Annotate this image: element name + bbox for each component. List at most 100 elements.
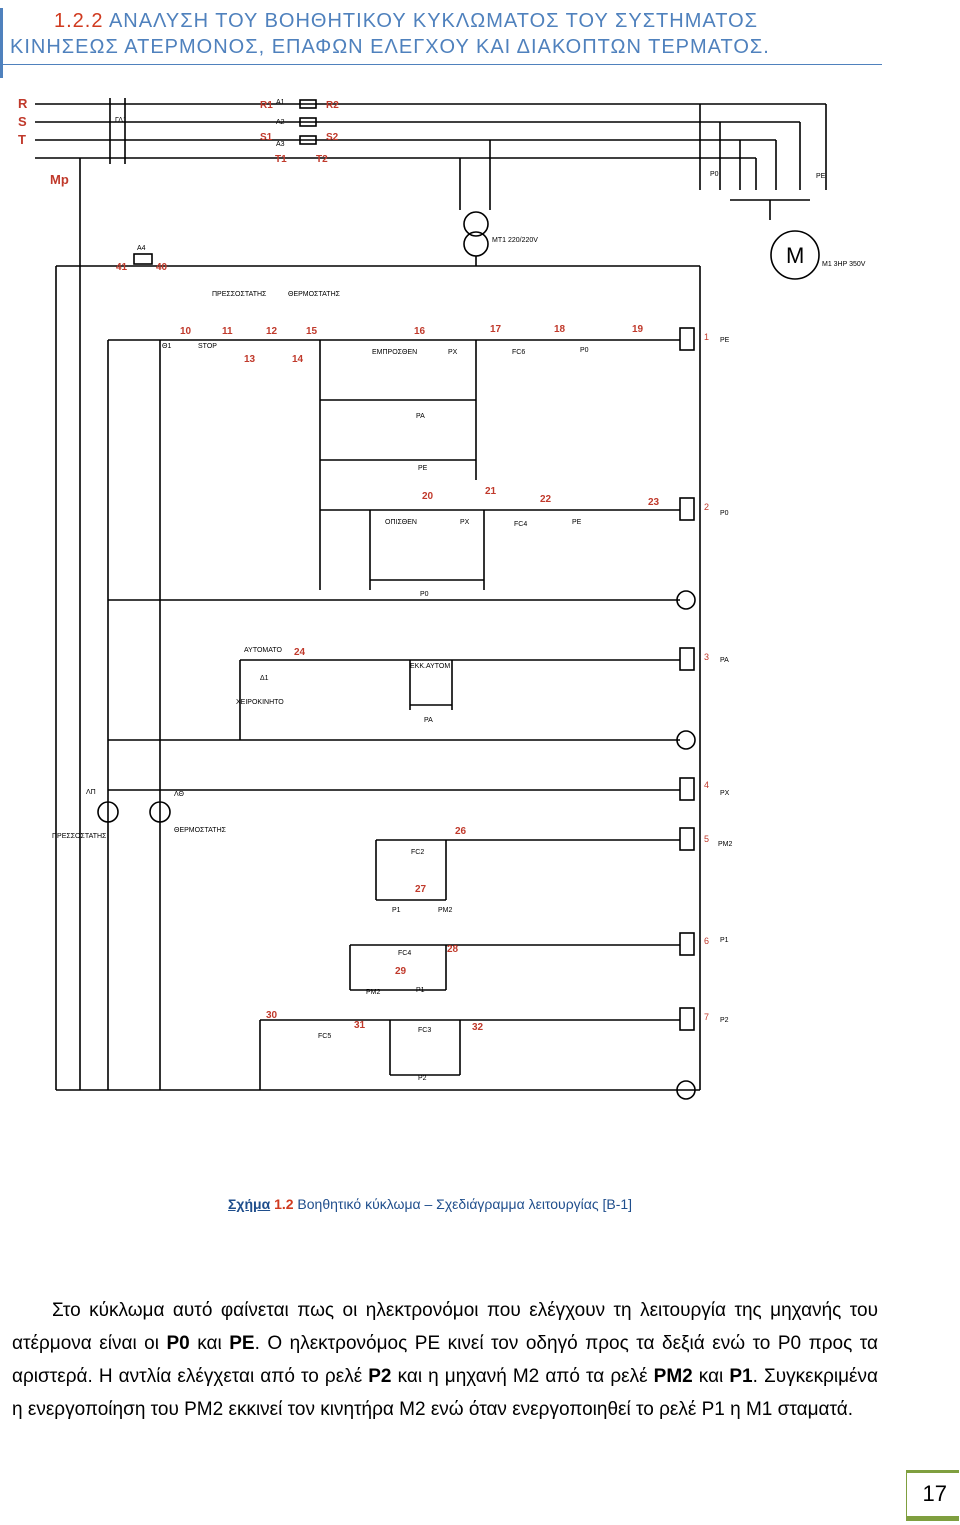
phase-t: T: [18, 132, 26, 147]
label-pa-1: PA: [416, 413, 425, 420]
node-26: 26: [455, 826, 467, 837]
label-pe-2: PE: [572, 519, 582, 526]
phase-r: R: [18, 96, 28, 111]
label-pm2-1: PM2: [438, 907, 453, 914]
node-21: 21: [485, 486, 497, 497]
coil-5-num: 5: [704, 834, 709, 844]
node-12: 12: [266, 326, 278, 337]
node-40: 40: [156, 262, 168, 273]
node-17: 17: [490, 324, 502, 335]
label-theta1: Θ1: [162, 343, 171, 350]
label-p1-2: P1: [416, 987, 425, 994]
node-18: 18: [554, 324, 566, 335]
coil-3-num: 3: [704, 652, 709, 662]
label-emprosthen: ΕΜΠΡΟΣΘΕΝ: [372, 349, 417, 356]
label-pressostatis: ΠΡΕΣΣΟΣΤΑΤΗΣ: [212, 291, 267, 298]
label-p2: P2: [418, 1075, 427, 1082]
fuse-t1: T1: [275, 154, 287, 165]
coil-2-label: P0: [720, 510, 729, 517]
fuse-a1: A1: [276, 99, 285, 106]
label-px-2: PX: [460, 519, 470, 526]
label-fc6: FC6: [512, 349, 525, 356]
label-d1: Δ1: [260, 675, 269, 682]
node-23: 23: [648, 497, 660, 508]
coil-3-label: PA: [720, 657, 729, 664]
label-fc2: FC2: [411, 849, 424, 856]
label-a4: A4: [137, 245, 146, 252]
node-16: 16: [414, 326, 426, 337]
label-p0-1: P0: [580, 347, 589, 354]
label-opisthen: ΟΠΙΣΘΕΝ: [385, 519, 417, 526]
node-31: 31: [354, 1020, 366, 1031]
label-pe-1: PE: [418, 465, 428, 472]
figure-caption: Σχήμα 1.2 Βοηθητικό κύκλωμα – Σχεδιάγραμ…: [228, 1196, 632, 1212]
heading-line-2: ΚΙΝΗΣΕΩΣ ΑΤΕΡΜΟΝΟΣ, ΕΠΑΦΩΝ ΕΛΕΓΧΟΥ ΚΑΙ Δ…: [10, 36, 770, 58]
label-ekkaytom: ΕΚΚ.ΑΥΤΟΜ: [410, 663, 450, 670]
caption-text: Βοηθητικό κύκλωμα – Σχεδιάγραμμα λειτουρ…: [293, 1196, 633, 1212]
fuse-s2: S2: [326, 132, 339, 143]
label-fc4-1: FC4: [514, 521, 527, 528]
label-gd1: ΓΔ1: [115, 117, 127, 124]
fuse-t2: T2: [316, 154, 328, 165]
node-29: 29: [395, 966, 407, 977]
circuit-diagram: R S T Mp R1 R2 S1 S2 T1 T2 41 40 10 11 1…: [18, 96, 866, 1100]
label-fc3: FC3: [418, 1027, 431, 1034]
node-10: 10: [180, 326, 192, 337]
coil-7-label: P2: [720, 1017, 729, 1024]
label-p0-2: P0: [420, 591, 429, 598]
node-32: 32: [472, 1022, 484, 1033]
coil-4-label: PX: [720, 790, 730, 797]
node-22: 22: [540, 494, 552, 505]
footer-bar: [907, 1516, 959, 1521]
coil-1-label: PE: [720, 337, 730, 344]
fuse-a2: A2: [276, 119, 285, 126]
node-28: 28: [447, 944, 459, 955]
label-automato: ΑΥΤΟΜΑΤΟ: [244, 647, 283, 654]
caption-label: Σχήμα: [228, 1196, 271, 1212]
node-19: 19: [632, 324, 644, 335]
heading-accent-bar: [0, 8, 3, 78]
coil-6-num: 6: [704, 936, 709, 946]
node-15: 15: [306, 326, 318, 337]
node-14: 14: [292, 354, 304, 365]
motor-symbol: M: [786, 243, 804, 268]
coil-5-label: PM2: [718, 841, 733, 848]
node-30: 30: [266, 1010, 278, 1021]
fuse-a3: A3: [276, 141, 285, 148]
label-fc5: FC5: [318, 1033, 331, 1040]
coil-7-num: 7: [704, 1012, 709, 1022]
caption-number: 1.2: [274, 1196, 294, 1212]
page-number: 17: [922, 1481, 947, 1506]
section-heading: 1.2.2 ΑΝΑΛΥΣΗ ΤΟΥ ΒΟΗΘΗΤΙΚΟΥ ΚΥΚΛΩΜΑΤΟΣ …: [0, 8, 882, 65]
label-p0-top: P0: [710, 171, 719, 178]
label-thermostatis: ΘΕΡΜΟΣΤΑΤΗΣ: [288, 291, 341, 298]
label-pressostatis-2: ΠΡΕΣΣΟΣΤΑΤΗΣ: [52, 833, 107, 840]
label-pm2-2: PM2: [366, 989, 381, 996]
coil-6-label: P1: [720, 937, 729, 944]
node-27: 27: [415, 884, 427, 895]
phase-s: S: [18, 114, 27, 129]
label-pa-2: PA: [424, 717, 433, 724]
label-pe-top: PE: [816, 173, 826, 180]
fuse-r1: R1: [260, 100, 273, 111]
node-20: 20: [422, 491, 434, 502]
mp-label: Mp: [50, 172, 69, 187]
node-11: 11: [222, 326, 233, 337]
fuse-r2: R2: [326, 100, 339, 111]
label-xeirokinito: ΧΕΙΡΟΚΙΝΗΤΟ: [236, 699, 284, 706]
coil-4-num: 4: [704, 780, 709, 790]
label-lth: ΛΘ: [174, 791, 185, 798]
body-paragraph: Στο κύκλωμα αυτό φαίνεται πως οι ηλεκτρο…: [12, 1300, 878, 1420]
label-mt1: MT1 220/220V: [492, 237, 538, 244]
label-stop: STOP: [198, 343, 217, 350]
coil-2-num: 2: [704, 502, 709, 512]
label-thermostatis-2: ΘΕΡΜΟΣΤΑΤΗΣ: [174, 827, 227, 834]
motor-label: M1 3HP 350V: [822, 261, 866, 268]
node-41: 41: [116, 262, 128, 273]
label-p1-1: P1: [392, 907, 401, 914]
node-24: 24: [294, 647, 306, 658]
coil-1-num: 1: [704, 332, 709, 342]
node-13: 13: [244, 354, 256, 365]
section-number: 1.2.2: [54, 10, 104, 32]
label-lp: ΛΠ: [86, 789, 96, 796]
